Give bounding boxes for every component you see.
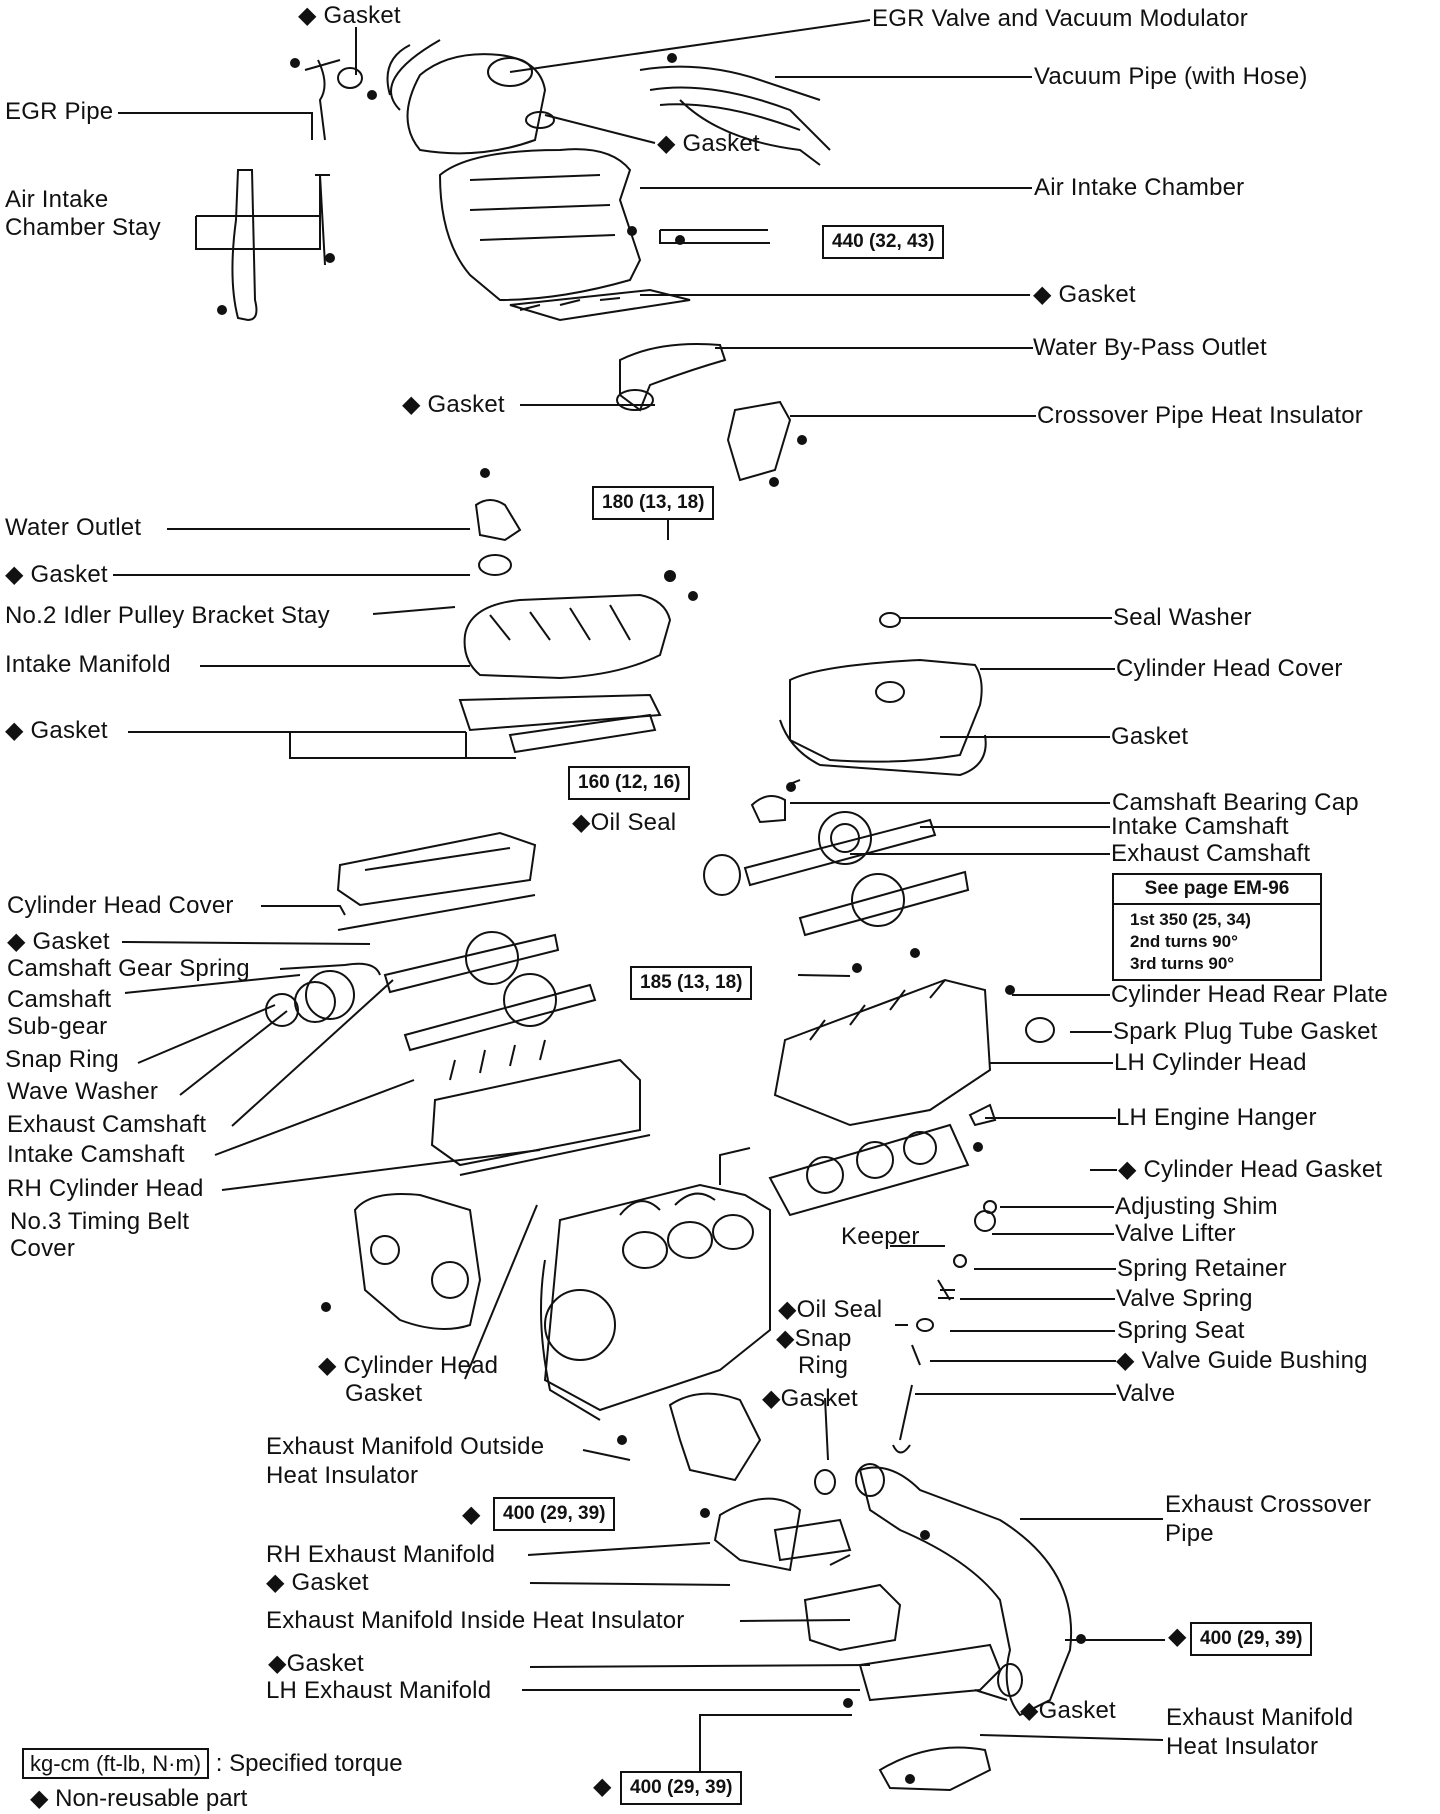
label-gasket-intake-manifold: ◆ Gasket bbox=[5, 717, 108, 744]
label-gasket-water-outlet: ◆ Gasket bbox=[5, 561, 108, 588]
legend-nonreusable: ◆ Non-reusable part bbox=[30, 1785, 248, 1812]
label-spring-retainer: Spring Retainer bbox=[1117, 1255, 1287, 1282]
label-gasket-crossover: ◆Gasket bbox=[1020, 1697, 1116, 1724]
label-snap-ring-valve-line2: Ring bbox=[798, 1352, 849, 1379]
label-timing-cover-line1: No.3 Timing Belt bbox=[10, 1208, 190, 1235]
torque-box-440: 440 (32, 43) bbox=[822, 225, 945, 259]
label-air-intake-chamber: Air Intake Chamber bbox=[1034, 174, 1245, 201]
label-cyl-head-cover-rh: Cylinder Head Cover bbox=[7, 892, 234, 919]
label-exh-outside-insulator-line2: Heat Insulator bbox=[266, 1462, 419, 1489]
label-gasket-rh-exh: ◆ Gasket bbox=[266, 1569, 369, 1596]
label-snap-ring: Snap Ring bbox=[5, 1046, 119, 1073]
label-timing-cover-line2: Cover bbox=[10, 1235, 76, 1262]
label-rh-cyl-head: RH Cylinder Head bbox=[7, 1175, 204, 1202]
label-snap-ring-valve-line1: ◆Snap bbox=[776, 1325, 852, 1352]
label-air-intake-stay-line1: Air Intake bbox=[5, 186, 109, 213]
label-gasket-cover-rh: ◆ Gasket bbox=[7, 928, 110, 955]
nonreusable-marker-rh-400: ◆ bbox=[462, 1501, 481, 1528]
label-cam-gear-spring: Camshaft Gear Spring bbox=[7, 955, 250, 982]
label-gasket-cover-lh: Gasket bbox=[1111, 723, 1189, 750]
label-cyl-head-cover-lh: Cylinder Head Cover bbox=[1116, 655, 1343, 682]
label-gasket-egr: ◆ Gasket bbox=[657, 130, 760, 157]
label-keeper: Keeper bbox=[841, 1223, 920, 1250]
label-cyl-head-rear-plate: Cylinder Head Rear Plate bbox=[1111, 981, 1388, 1008]
label-exh-crossover-line2: Pipe bbox=[1165, 1520, 1214, 1547]
label-water-outlet: Water Outlet bbox=[5, 514, 142, 541]
see-page-header: See page EM-96 bbox=[1114, 875, 1320, 905]
label-adjusting-shim: Adjusting Shim bbox=[1115, 1193, 1278, 1220]
label-cam-bearing-cap: Camshaft Bearing Cap bbox=[1112, 789, 1359, 816]
label-exhaust-cam-rh: Exhaust Camshaft bbox=[7, 1111, 207, 1138]
label-gasket-lh-exh: ◆Gasket bbox=[268, 1650, 364, 1677]
label-camshaft-subgear-line1: Camshaft bbox=[7, 986, 112, 1013]
see-page-line2: 2nd turns 90° bbox=[1130, 932, 1238, 951]
label-valve-lifter: Valve Lifter bbox=[1115, 1220, 1236, 1247]
legend-torque-units: kg-cm (ft-lb, N·m) bbox=[22, 1748, 210, 1779]
label-valve-guide-bushing: ◆ Valve Guide Bushing bbox=[1116, 1347, 1368, 1374]
nonreusable-marker-bottom-400: ◆ bbox=[593, 1773, 612, 1800]
label-crossover-insulator: Crossover Pipe Heat Insulator bbox=[1037, 402, 1363, 429]
label-water-bypass-outlet: Water By-Pass Outlet bbox=[1033, 334, 1267, 361]
label-lh-engine-hanger: LH Engine Hanger bbox=[1116, 1104, 1317, 1131]
label-spark-plug-tube-gasket: Spark Plug Tube Gasket bbox=[1113, 1018, 1378, 1045]
label-egr-valve: EGR Valve and Vacuum Modulator bbox=[872, 5, 1248, 32]
label-exh-outside-insulator-line1: Exhaust Manifold Outside bbox=[266, 1433, 545, 1460]
label-exhaust-cam-lh: Exhaust Camshaft bbox=[1111, 840, 1311, 867]
label-air-intake-stay-line2: Chamber Stay bbox=[5, 214, 161, 241]
label-egr-pipe: EGR Pipe bbox=[5, 98, 114, 125]
label-idler-pulley-stay: No.2 Idler Pulley Bracket Stay bbox=[5, 602, 330, 629]
legend-torque-text: : Specified torque bbox=[215, 1750, 403, 1777]
label-rh-exh-manifold: RH Exhaust Manifold bbox=[266, 1541, 496, 1568]
label-exh-crossover-line1: Exhaust Crossover bbox=[1165, 1491, 1372, 1518]
label-seal-washer: Seal Washer bbox=[1113, 604, 1252, 631]
label-camshaft-subgear-line2: Sub-gear bbox=[7, 1013, 108, 1040]
label-gasket-bypass: ◆ Gasket bbox=[402, 391, 505, 418]
label-lh-cyl-head: LH Cylinder Head bbox=[1114, 1049, 1307, 1076]
torque-box-400-bottom: 400 (29, 39) bbox=[620, 1771, 743, 1805]
label-vacuum-pipe: Vacuum Pipe (with Hose) bbox=[1034, 63, 1308, 90]
label-exh-inside-insulator: Exhaust Manifold Inside Heat Insulator bbox=[266, 1607, 685, 1634]
torque-box-400-right: 400 (29, 39) bbox=[1190, 1622, 1313, 1656]
label-intake-manifold: Intake Manifold bbox=[5, 651, 171, 678]
label-oil-seal-valve: ◆Oil Seal bbox=[778, 1296, 883, 1323]
label-exh-heat-insulator-line1: Exhaust Manifold bbox=[1166, 1704, 1354, 1731]
torque-box-180: 180 (13, 18) bbox=[592, 486, 715, 520]
label-lh-exh-manifold: LH Exhaust Manifold bbox=[266, 1677, 492, 1704]
label-gasket-top: ◆ Gasket bbox=[298, 2, 401, 29]
label-oil-seal-cam: ◆Oil Seal bbox=[572, 809, 677, 836]
see-page-line1: 1st 350 (25, 34) bbox=[1130, 910, 1251, 929]
torque-box-400-rh: 400 (29, 39) bbox=[493, 1497, 616, 1531]
label-intake-cam-lh: Intake Camshaft bbox=[1111, 813, 1289, 840]
see-page-line3: 3rd turns 90° bbox=[1130, 954, 1235, 973]
torque-box-185: 185 (13, 18) bbox=[630, 966, 753, 1000]
label-spring-seat: Spring Seat bbox=[1117, 1317, 1245, 1344]
label-cyl-head-gasket-rh-line1: ◆ Cylinder Head bbox=[318, 1352, 499, 1379]
torque-box-160: 160 (12, 16) bbox=[568, 766, 691, 800]
see-page-box: See page EM-96 1st 350 (25, 34) 2nd turn… bbox=[1112, 873, 1322, 981]
label-valve-spring: Valve Spring bbox=[1116, 1285, 1253, 1312]
label-cyl-head-gasket-lh: ◆ Cylinder Head Gasket bbox=[1118, 1156, 1383, 1183]
label-wave-washer: Wave Washer bbox=[7, 1078, 159, 1105]
label-gasket-chamber: ◆ Gasket bbox=[1033, 281, 1136, 308]
label-intake-cam-rh: Intake Camshaft bbox=[7, 1141, 185, 1168]
nonreusable-marker-right-400: ◆ bbox=[1168, 1623, 1187, 1650]
label-cyl-head-gasket-rh-line2: Gasket bbox=[345, 1380, 423, 1407]
label-exh-heat-insulator-line2: Heat Insulator bbox=[1166, 1733, 1319, 1760]
legend-torque: kg-cm (ft-lb, N·m) : Specified torque bbox=[22, 1748, 403, 1779]
label-gasket-valve: ◆Gasket bbox=[762, 1385, 858, 1412]
label-valve: Valve bbox=[1116, 1380, 1176, 1407]
